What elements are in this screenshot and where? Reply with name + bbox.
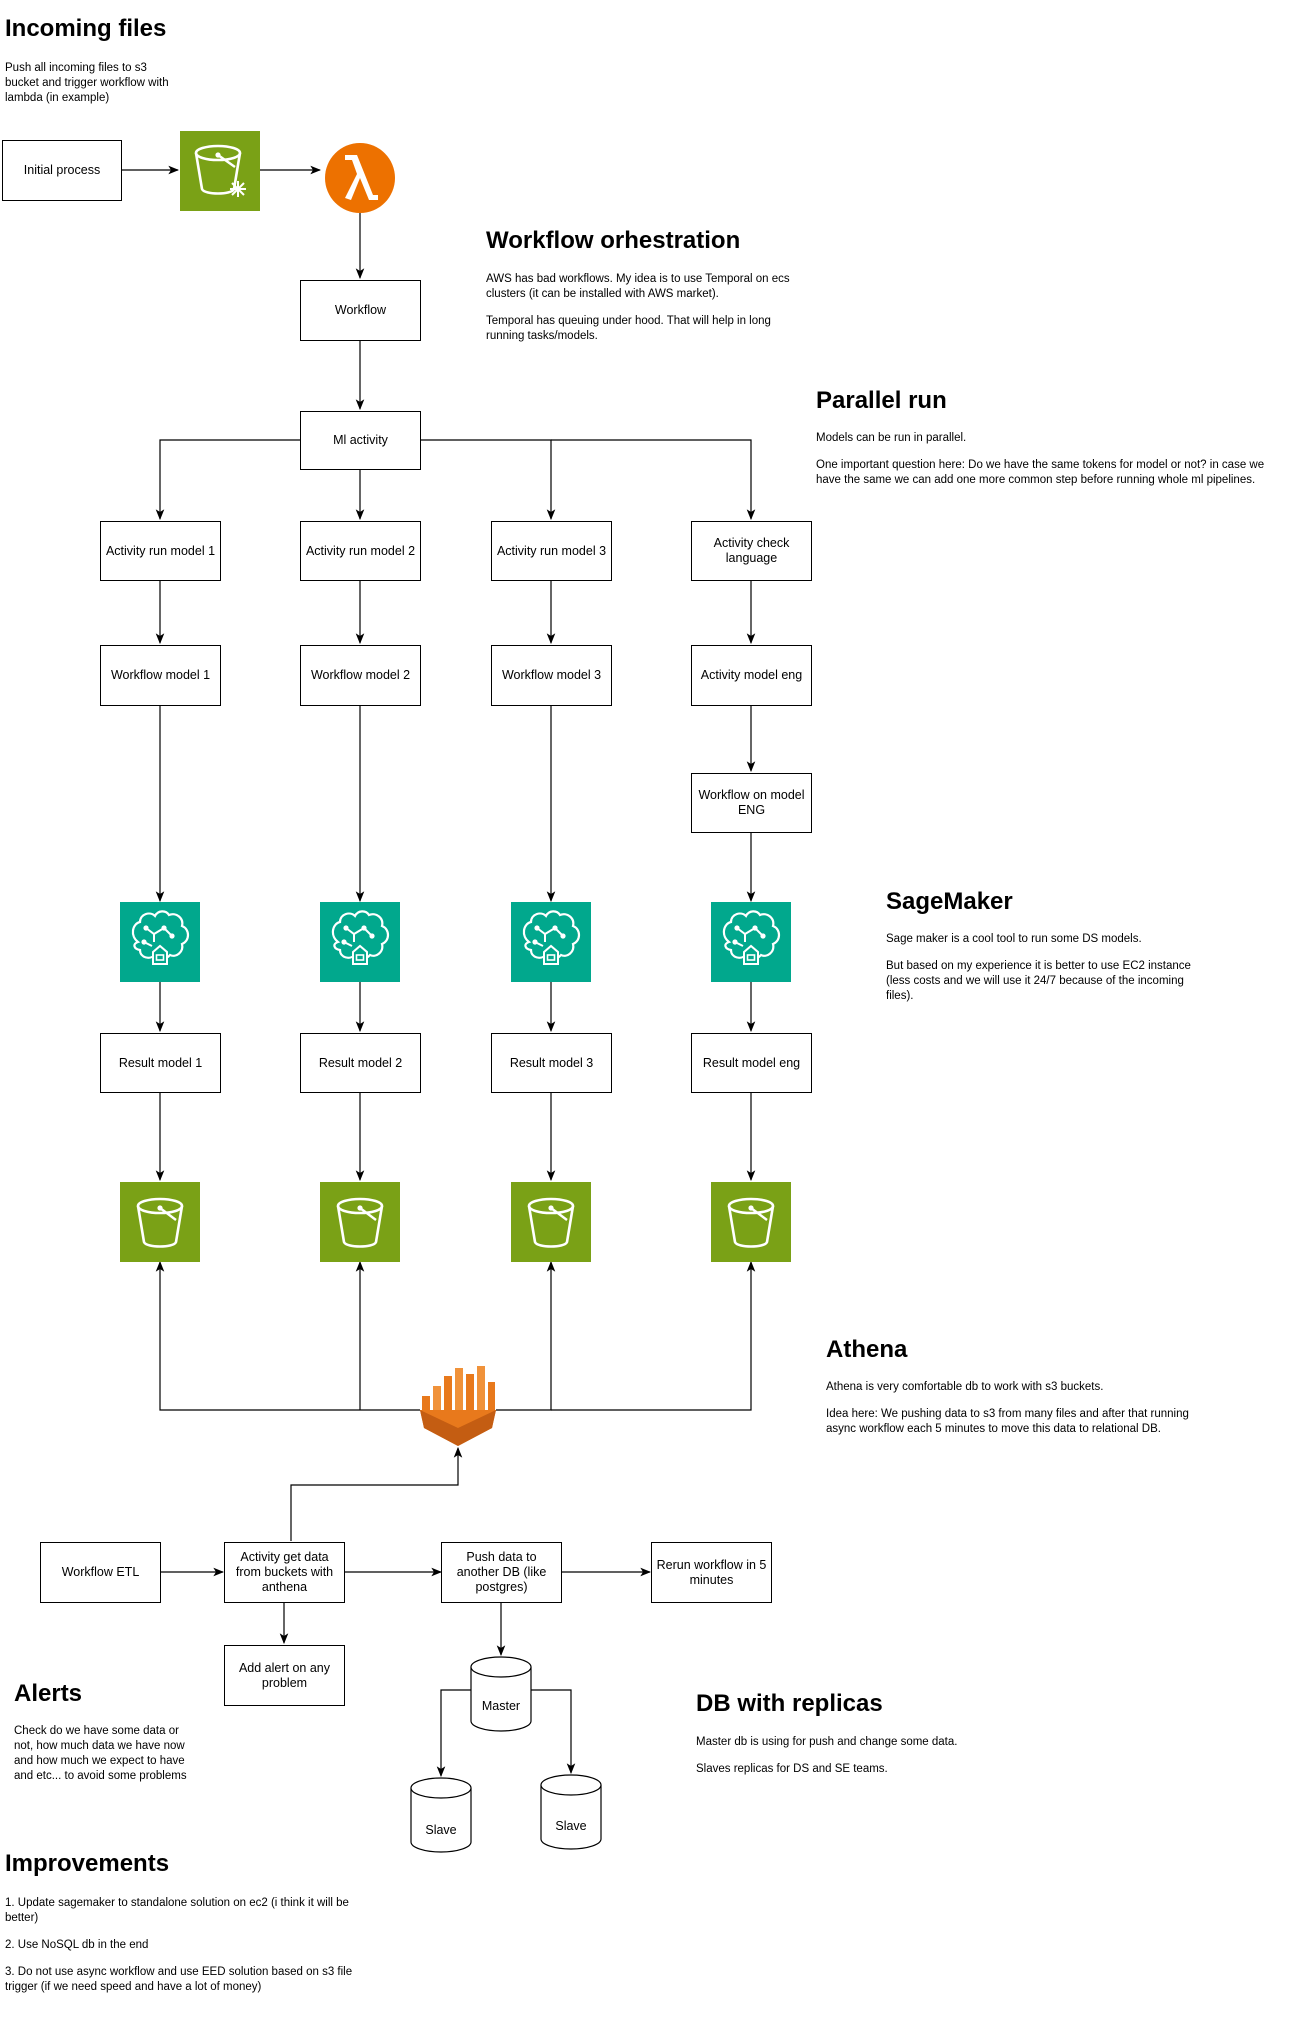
workflow-etl-node[interactable]: Workflow ETL: [40, 1542, 161, 1603]
master-db-label: Master: [481, 1699, 521, 1713]
s3-bucket-icon: [120, 1182, 200, 1262]
sagemaker-icon: [711, 902, 791, 982]
master-db-cylinder: [470, 1656, 532, 1732]
workflow-node[interactable]: Workflow: [300, 280, 421, 341]
sagemaker-icon: [320, 902, 400, 982]
rerun-workflow-node[interactable]: Rerun workflow in 5 minutes: [651, 1542, 772, 1603]
activity-model-eng-node[interactable]: Activity model eng: [691, 645, 812, 706]
activity-run-model-1-node[interactable]: Activity run model 1: [100, 521, 221, 581]
improvements-text: 1. Update sagemaker to standalone soluti…: [5, 1897, 353, 1993]
activity-check-language-node[interactable]: Activity check language: [691, 521, 812, 581]
activity-get-data-node[interactable]: Activity get data from buckets with anth…: [224, 1542, 345, 1603]
push-data-node[interactable]: Push data to another DB (like postgres): [441, 1542, 562, 1603]
parallel-run-text: Models can be run in parallel. One impor…: [816, 432, 1265, 486]
edges: [122, 165, 756, 1778]
sagemaker-text: Sage maker is a cool tool to run some DS…: [886, 933, 1191, 1002]
slave-db-label: Slave: [425, 1823, 457, 1837]
workflow-model-1-node[interactable]: Workflow model 1: [100, 645, 221, 706]
workflow-model-2-node[interactable]: Workflow model 2: [300, 645, 421, 706]
add-alert-node[interactable]: Add alert on any problem: [224, 1645, 345, 1706]
alerts-text: Check do we have some data or not, how m…: [14, 1725, 187, 1782]
alerts-title: Alerts: [14, 1680, 83, 1707]
edge-athena-b3: [496, 1260, 556, 1411]
edge-ml-to-model3: [420, 439, 556, 521]
result-model-3-node[interactable]: Result model 3: [491, 1033, 612, 1093]
sagemaker-icon: [120, 902, 200, 982]
incoming-files-text: Push all incoming files to s3 bucket and…: [5, 62, 169, 104]
s3-bucket-icon: [320, 1182, 400, 1262]
athena-icon: [420, 1366, 496, 1446]
workflow-orchestration-title: Workflow orhestration: [486, 227, 741, 254]
edge-getdata-athena: [290, 1446, 463, 1541]
sagemaker-icon: [511, 902, 591, 982]
s3-bucket-icon: [711, 1182, 791, 1262]
incoming-files-title: Incoming files: [5, 15, 167, 42]
db-replicas-text: Master db is using for push and change s…: [696, 1736, 958, 1775]
s3-bucket-icon: [511, 1182, 591, 1262]
result-model-1-node[interactable]: Result model 1: [100, 1033, 221, 1093]
athena-title: Athena: [826, 1336, 908, 1363]
workflow-on-model-eng-node[interactable]: Workflow on model ENG: [691, 773, 812, 833]
result-model-eng-node[interactable]: Result model eng: [691, 1033, 812, 1093]
workflow-orchestration-text: AWS has bad workflows. My idea is to use…: [486, 273, 790, 342]
edge-master-slave1: [436, 1689, 471, 1778]
edge-athena-b4: [551, 1260, 756, 1411]
s3-bucket-trigger-icon: [180, 131, 260, 211]
ml-activity-node[interactable]: Ml activity: [300, 411, 421, 470]
lambda-icon: [325, 143, 395, 213]
slave-db-cylinder: [540, 1774, 602, 1850]
athena-text: Athena is very comfortable db to work wi…: [826, 1381, 1189, 1435]
edge-master-slave2: [531, 1689, 576, 1775]
slave-db-label: Slave: [555, 1819, 587, 1833]
edge-ml-to-model1: [155, 439, 300, 521]
improvements-title: Improvements: [5, 1850, 170, 1877]
parallel-run-title: Parallel run: [816, 387, 947, 414]
activity-run-model-3-node[interactable]: Activity run model 3: [491, 521, 612, 581]
sagemaker-title: SageMaker: [886, 888, 1013, 915]
edge-athena-b1: [155, 1260, 420, 1411]
activity-run-model-2-node[interactable]: Activity run model 2: [300, 521, 421, 581]
initial-process-node[interactable]: Initial process: [2, 140, 122, 201]
workflow-model-3-node[interactable]: Workflow model 3: [491, 645, 612, 706]
edge-ml-to-check: [551, 439, 756, 521]
result-model-2-node[interactable]: Result model 2: [300, 1033, 421, 1093]
db-replicas-title: DB with replicas: [696, 1690, 883, 1717]
slave-db-cylinder: [410, 1777, 472, 1853]
